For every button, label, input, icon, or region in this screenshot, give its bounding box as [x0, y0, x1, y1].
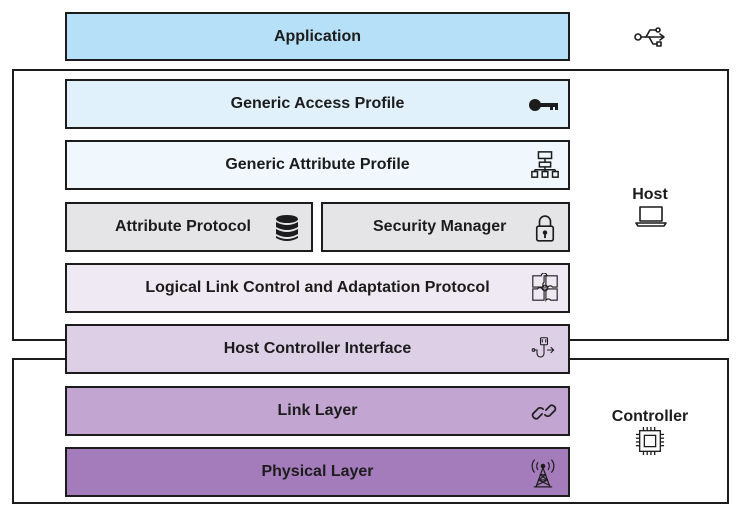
hci-label: Host Controller Interface	[223, 340, 412, 357]
att-layer: Attribute Protocol	[65, 202, 313, 252]
key-icon	[529, 99, 558, 111]
padlock-icon	[535, 215, 555, 242]
physical-layer-label: Physical Layer	[261, 463, 374, 480]
application-label: Application	[273, 27, 362, 45]
chain-link-icon	[531, 404, 557, 420]
security-manager-layer: Security Manager	[321, 202, 570, 252]
att-label: Attribute Protocol	[115, 218, 251, 235]
link-layer: Link Layer	[65, 386, 570, 436]
chip-icon	[635, 426, 665, 456]
cable-icon	[531, 337, 555, 358]
application-layer: Application	[65, 12, 570, 61]
hierarchy-icon	[531, 151, 559, 178]
l2cap-label: Logical Link Control and Adaptation Prot…	[145, 279, 490, 296]
gatt-label: Generic Attribute Profile	[225, 156, 410, 173]
gatt-layer: Generic Attribute Profile	[65, 140, 570, 190]
controller-label: Controller	[611, 408, 689, 425]
usb-icon	[634, 27, 665, 47]
database-icon	[276, 215, 298, 241]
l2cap-layer: Logical Link Control and Adaptation Prot…	[65, 263, 570, 313]
sm-label: Security Manager	[373, 218, 507, 235]
host-label: Host	[632, 186, 668, 203]
laptop-icon	[635, 206, 667, 227]
gap-label: Generic Access Profile	[230, 95, 405, 112]
gap-layer: Generic Access Profile	[65, 79, 570, 129]
hci-layer: Host Controller Interface	[65, 324, 570, 374]
puzzle-icon	[532, 273, 558, 303]
physical-layer: Physical Layer	[65, 447, 570, 497]
antenna-tower-icon	[531, 459, 555, 488]
link-layer-label: Link Layer	[277, 402, 358, 419]
